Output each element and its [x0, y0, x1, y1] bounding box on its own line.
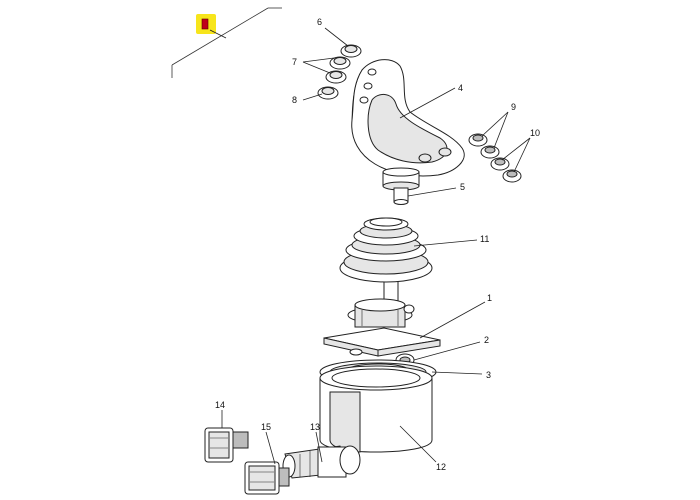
callout-7: 7: [292, 57, 297, 67]
callout-13: 13: [310, 422, 320, 432]
button-cluster-left: [317, 44, 362, 100]
callout-3: 3: [486, 370, 491, 380]
joystick-handle: [351, 59, 465, 177]
gimbal-mechanism: [347, 298, 415, 328]
callout-12: 12: [436, 462, 446, 472]
callout-9: 9: [511, 102, 516, 112]
cable-sleeve: [282, 445, 361, 479]
callout-8: 8: [292, 95, 297, 105]
callout-10: 10: [530, 128, 540, 138]
handle-collar: [382, 167, 420, 205]
title-frame: [171, 7, 282, 78]
housing-cylinder: [319, 365, 433, 453]
callout-15: 15: [261, 422, 271, 432]
callout-14: 14: [215, 400, 225, 410]
callout-2: 2: [484, 335, 489, 345]
leader-lines: [221, 27, 531, 465]
callout-11: 11: [480, 234, 489, 244]
callout-1: 1: [487, 293, 492, 303]
callout-labels: 6 7 8 4 9 10 5 11 1 2 3 12 13 14 15: [215, 17, 540, 472]
callout-5: 5: [460, 182, 465, 192]
callout-6: 6: [317, 17, 322, 27]
bellows-boot: [339, 217, 433, 283]
button-cluster-right: [468, 133, 522, 183]
connector-socket: [244, 461, 290, 495]
callout-4: 4: [458, 83, 463, 93]
highlight-marker: [196, 14, 227, 39]
connector-plug: [204, 427, 249, 463]
